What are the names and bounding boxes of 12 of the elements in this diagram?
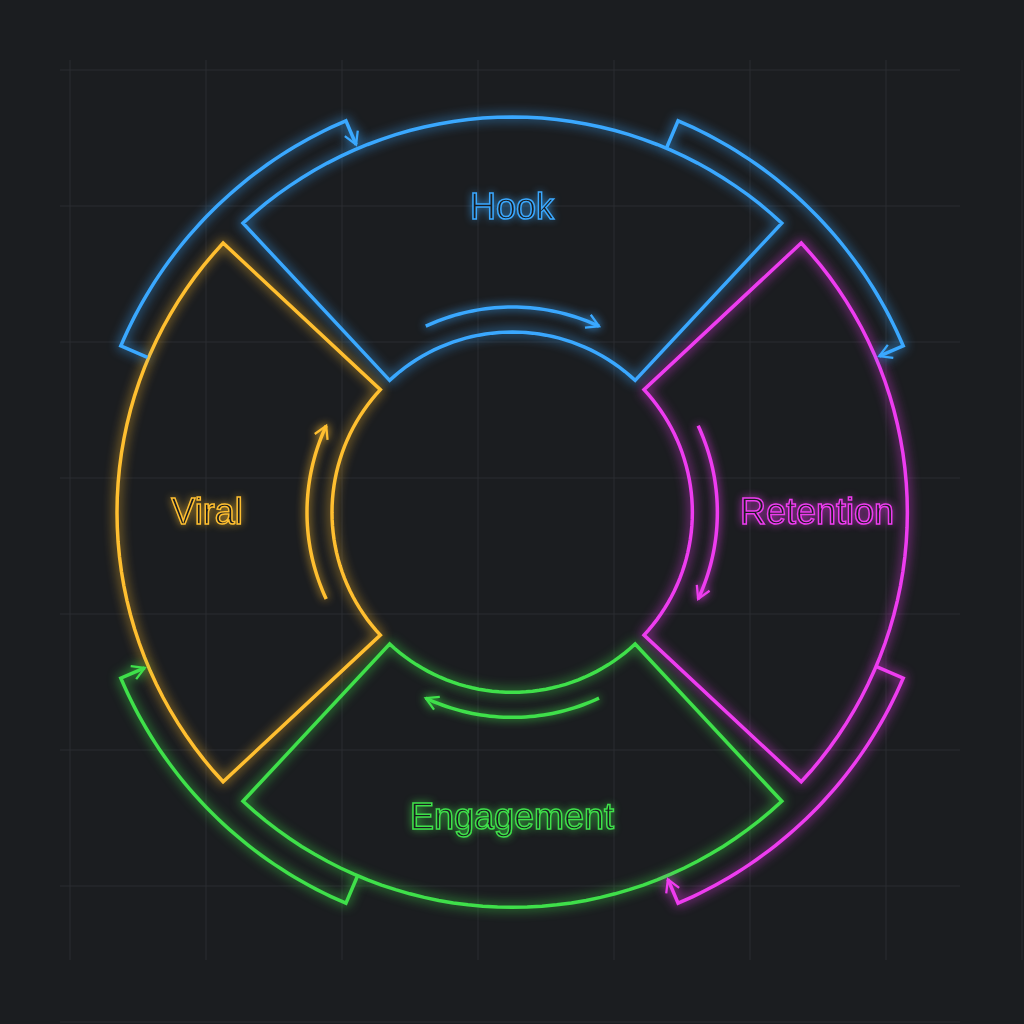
segment-label: Engagement [409, 796, 615, 838]
cycle-segment [117, 242, 381, 782]
cycle-segment [242, 643, 782, 907]
cycle-arrow [665, 118, 906, 359]
cycle-arrow [118, 118, 359, 359]
segment-label: Hook [469, 186, 554, 228]
cycle-segment [242, 117, 782, 381]
segment-label: Viral [171, 491, 243, 533]
cycle-arrow [118, 665, 359, 906]
cycle-arrow [665, 665, 906, 906]
cycle-segment [643, 242, 907, 782]
segment-label: Retention [739, 491, 895, 533]
